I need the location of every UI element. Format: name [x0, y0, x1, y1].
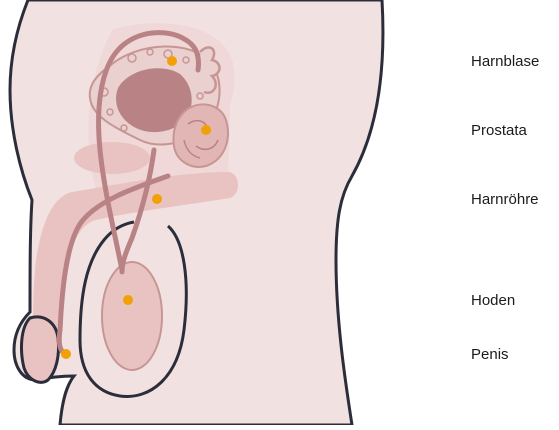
marker-harnblase: [167, 56, 177, 66]
pelvic-floor-tissue: [74, 142, 150, 174]
marker-penis: [61, 349, 71, 359]
glans: [22, 317, 59, 382]
marker-harnroehre: [152, 194, 162, 204]
label-penis: Penis: [471, 347, 509, 362]
label-harnblase: Harnblase: [471, 54, 539, 69]
marker-prostata: [201, 125, 211, 135]
marker-hoden: [123, 295, 133, 305]
label-prostata: Prostata: [471, 123, 527, 138]
label-harnroehre: Harnröhre: [471, 192, 539, 207]
prostate-organ: [173, 104, 227, 166]
label-hoden: Hoden: [471, 293, 515, 308]
